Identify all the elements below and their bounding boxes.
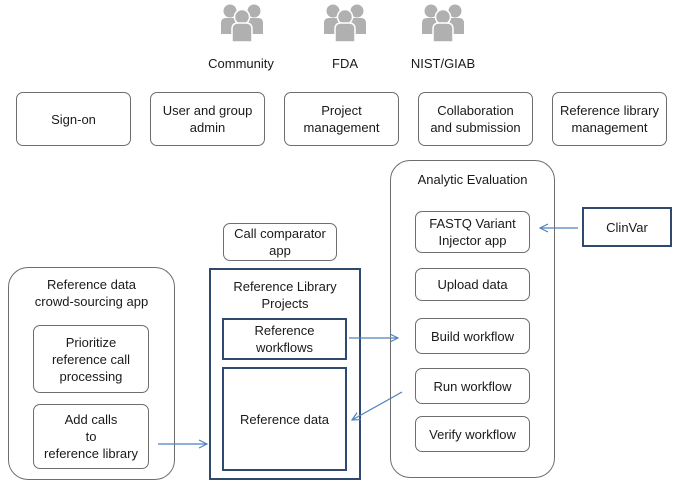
- reference-data-label: Reference data: [240, 411, 329, 427]
- reference-workflows-label: Reference workflows: [254, 323, 315, 355]
- stakeholder-label-nist-giab: NIST/GIAB: [410, 56, 476, 71]
- stakeholder-label-fda: FDA: [332, 56, 358, 71]
- module-user-group-admin[interactable]: User and group admin: [150, 92, 265, 146]
- verify-workflow-button[interactable]: Verify workflow: [415, 416, 530, 452]
- prioritize-reference-call-button[interactable]: Prioritize reference call processing: [33, 325, 149, 393]
- module-sign-on[interactable]: Sign-on: [16, 92, 131, 146]
- clinvar-label: ClinVar: [606, 219, 648, 235]
- upload-data-button[interactable]: Upload data: [415, 268, 530, 301]
- reference-library-projects-title: Reference Library Projects: [233, 279, 337, 311]
- crowd-sourcing-app-title: Reference data crowd-sourcing app: [34, 277, 149, 309]
- arrow-run-to-reference-data: [352, 391, 403, 420]
- stakeholder-label-community: Community: [208, 56, 274, 71]
- call-comparator-app[interactable]: Call comparator app: [223, 223, 337, 261]
- fastq-variant-injector-app[interactable]: FASTQ Variant Injector app: [415, 211, 530, 253]
- add-calls-to-reference-library-button[interactable]: Add calls to reference library: [33, 404, 149, 469]
- clinvar-box[interactable]: ClinVar: [582, 207, 672, 247]
- build-workflow-button[interactable]: Build workflow: [415, 318, 530, 354]
- run-workflow-button[interactable]: Run workflow: [415, 368, 530, 404]
- reference-workflows-box[interactable]: Reference workflows: [222, 318, 347, 360]
- reference-data-box[interactable]: Reference data: [222, 367, 347, 471]
- module-project-management[interactable]: Project management: [284, 92, 399, 146]
- module-collaboration-submission[interactable]: Collaboration and submission: [418, 92, 533, 146]
- analytic-evaluation-title: Analytic Evaluation: [417, 172, 528, 187]
- module-reference-library-management[interactable]: Reference library management: [552, 92, 667, 146]
